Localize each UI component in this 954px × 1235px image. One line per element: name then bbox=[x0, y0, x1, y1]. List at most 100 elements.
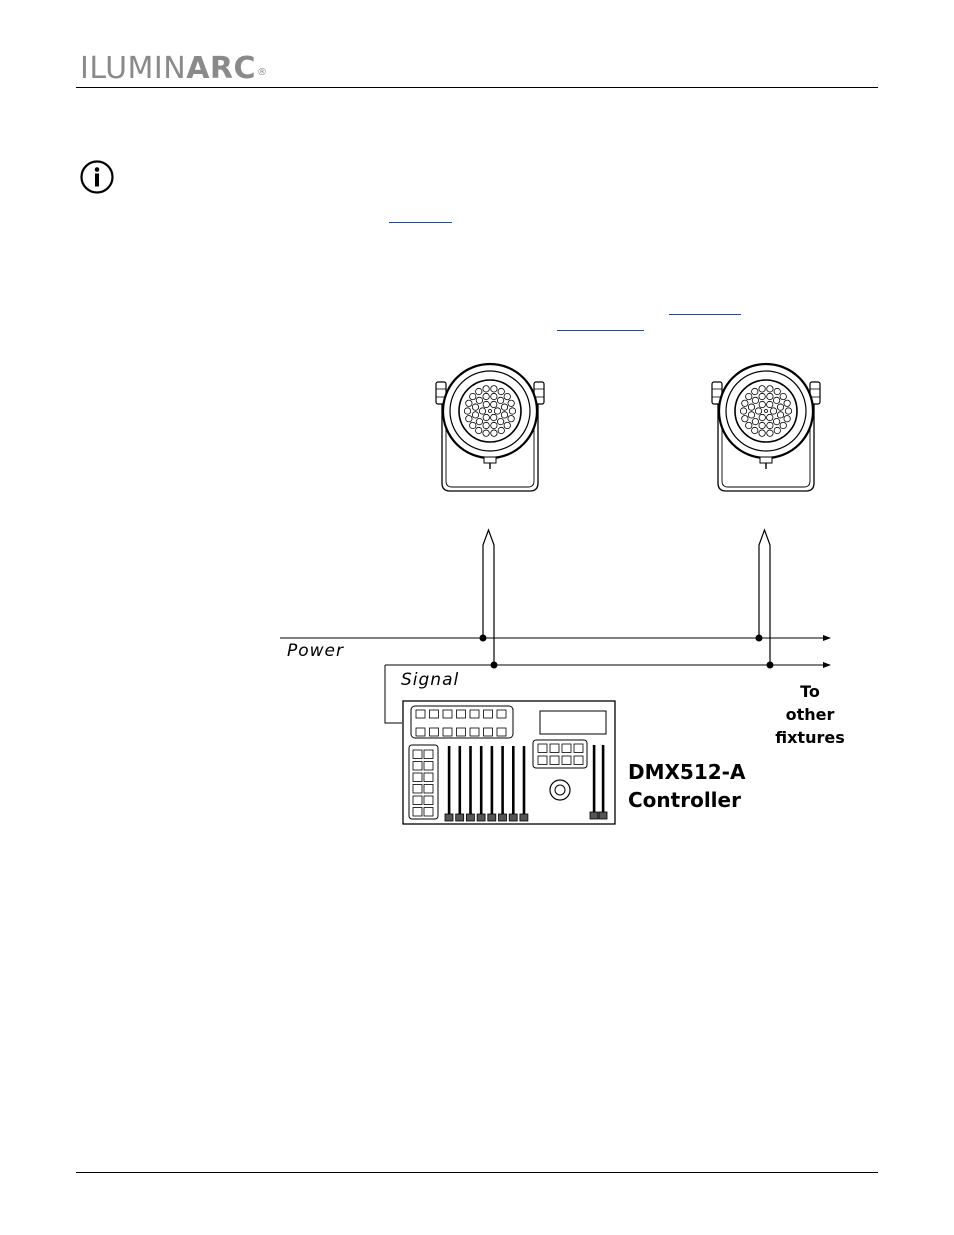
controller-key bbox=[423, 749, 434, 759]
controller-button bbox=[469, 727, 480, 737]
fader-knob bbox=[498, 813, 507, 822]
fixture-2 bbox=[710, 362, 822, 493]
led bbox=[507, 415, 515, 423]
led bbox=[776, 403, 785, 411]
fixture-1 bbox=[434, 362, 546, 493]
brand-logo: ILUMINARC® bbox=[80, 52, 268, 86]
controller-key bbox=[573, 755, 584, 765]
controller-button bbox=[415, 727, 426, 737]
master-fader-knob bbox=[589, 811, 599, 820]
controller-button bbox=[496, 709, 507, 719]
led bbox=[751, 396, 759, 404]
controller-master-faders bbox=[589, 745, 608, 820]
controller-faders bbox=[444, 746, 529, 822]
controller-button bbox=[415, 709, 426, 719]
junction-signal-1 bbox=[490, 661, 498, 669]
led bbox=[758, 413, 766, 422]
led bbox=[471, 411, 480, 419]
controller-button bbox=[429, 709, 439, 719]
signal-to-controller bbox=[384, 665, 402, 724]
controller-button bbox=[456, 727, 466, 737]
controller-key bbox=[412, 784, 423, 794]
led bbox=[482, 385, 490, 393]
fixture-1-cable bbox=[482, 528, 495, 665]
junction-power-1 bbox=[479, 634, 487, 642]
info-icon bbox=[80, 160, 114, 194]
link-underline-1[interactable] bbox=[389, 222, 452, 223]
led bbox=[747, 411, 756, 419]
led bbox=[475, 426, 483, 435]
fader-knob bbox=[455, 813, 465, 822]
logo-bold-text: ARC bbox=[186, 51, 257, 86]
controller-key bbox=[423, 761, 434, 771]
controller-button bbox=[496, 727, 507, 737]
led bbox=[769, 407, 778, 415]
led bbox=[758, 421, 766, 430]
fader-track bbox=[522, 746, 526, 814]
controller-key bbox=[412, 807, 423, 817]
controller-button bbox=[442, 709, 453, 719]
controller-top-buttons bbox=[415, 709, 507, 737]
led bbox=[754, 407, 763, 415]
controller-key bbox=[561, 743, 572, 753]
led bbox=[465, 415, 473, 423]
led bbox=[773, 426, 781, 435]
led bbox=[779, 421, 787, 430]
led bbox=[469, 421, 477, 430]
led bbox=[784, 407, 793, 415]
controller-key bbox=[423, 795, 434, 805]
led bbox=[497, 426, 505, 435]
fader-track bbox=[458, 746, 462, 814]
led bbox=[475, 387, 483, 396]
fader-knob bbox=[487, 813, 497, 822]
to-other-fixtures-line-1: To bbox=[800, 682, 820, 701]
led bbox=[507, 399, 515, 407]
led bbox=[758, 392, 766, 401]
to-other-fixtures-line-2: other bbox=[785, 705, 835, 724]
led bbox=[508, 407, 517, 415]
header-rule bbox=[76, 87, 878, 88]
led bbox=[490, 400, 498, 409]
controller-key bbox=[561, 755, 572, 765]
signal-label: Signal bbox=[401, 670, 460, 690]
led bbox=[490, 421, 498, 430]
led bbox=[739, 407, 748, 415]
controller-key bbox=[423, 807, 434, 817]
led bbox=[475, 396, 483, 404]
led bbox=[478, 407, 487, 415]
controller-key bbox=[549, 743, 560, 753]
controller-key bbox=[412, 795, 423, 805]
controller-label: DMX512-A Controller bbox=[628, 758, 745, 814]
fixture-1-led-array bbox=[463, 385, 517, 437]
controller-key bbox=[423, 784, 434, 794]
master-fader-track bbox=[592, 745, 596, 812]
led bbox=[490, 385, 498, 393]
led bbox=[482, 429, 490, 437]
fader-track bbox=[512, 746, 515, 814]
link-underline-3[interactable] bbox=[557, 330, 644, 331]
led bbox=[766, 429, 774, 437]
led bbox=[766, 400, 774, 409]
controller-label-line-1: DMX512-A bbox=[628, 760, 746, 784]
fader-knob bbox=[476, 813, 486, 822]
footer-rule bbox=[76, 1172, 878, 1173]
logo-registered-mark: ® bbox=[257, 67, 268, 78]
logo-light-text: ILUMIN bbox=[80, 51, 187, 86]
fader-knob bbox=[519, 813, 529, 822]
fader-track bbox=[490, 746, 494, 814]
led bbox=[488, 409, 492, 413]
controller-key bbox=[537, 755, 548, 765]
link-underline-2[interactable] bbox=[669, 314, 741, 315]
controller-key bbox=[573, 743, 584, 753]
led bbox=[751, 418, 759, 426]
led bbox=[503, 392, 511, 401]
master-fader-knob bbox=[598, 811, 608, 820]
led bbox=[475, 418, 483, 426]
power-label: Power bbox=[287, 641, 345, 661]
led bbox=[500, 403, 509, 411]
controller-button bbox=[429, 727, 439, 737]
fader-track bbox=[501, 746, 504, 814]
led bbox=[766, 413, 774, 422]
fader-knob bbox=[444, 813, 454, 822]
led bbox=[776, 411, 785, 419]
